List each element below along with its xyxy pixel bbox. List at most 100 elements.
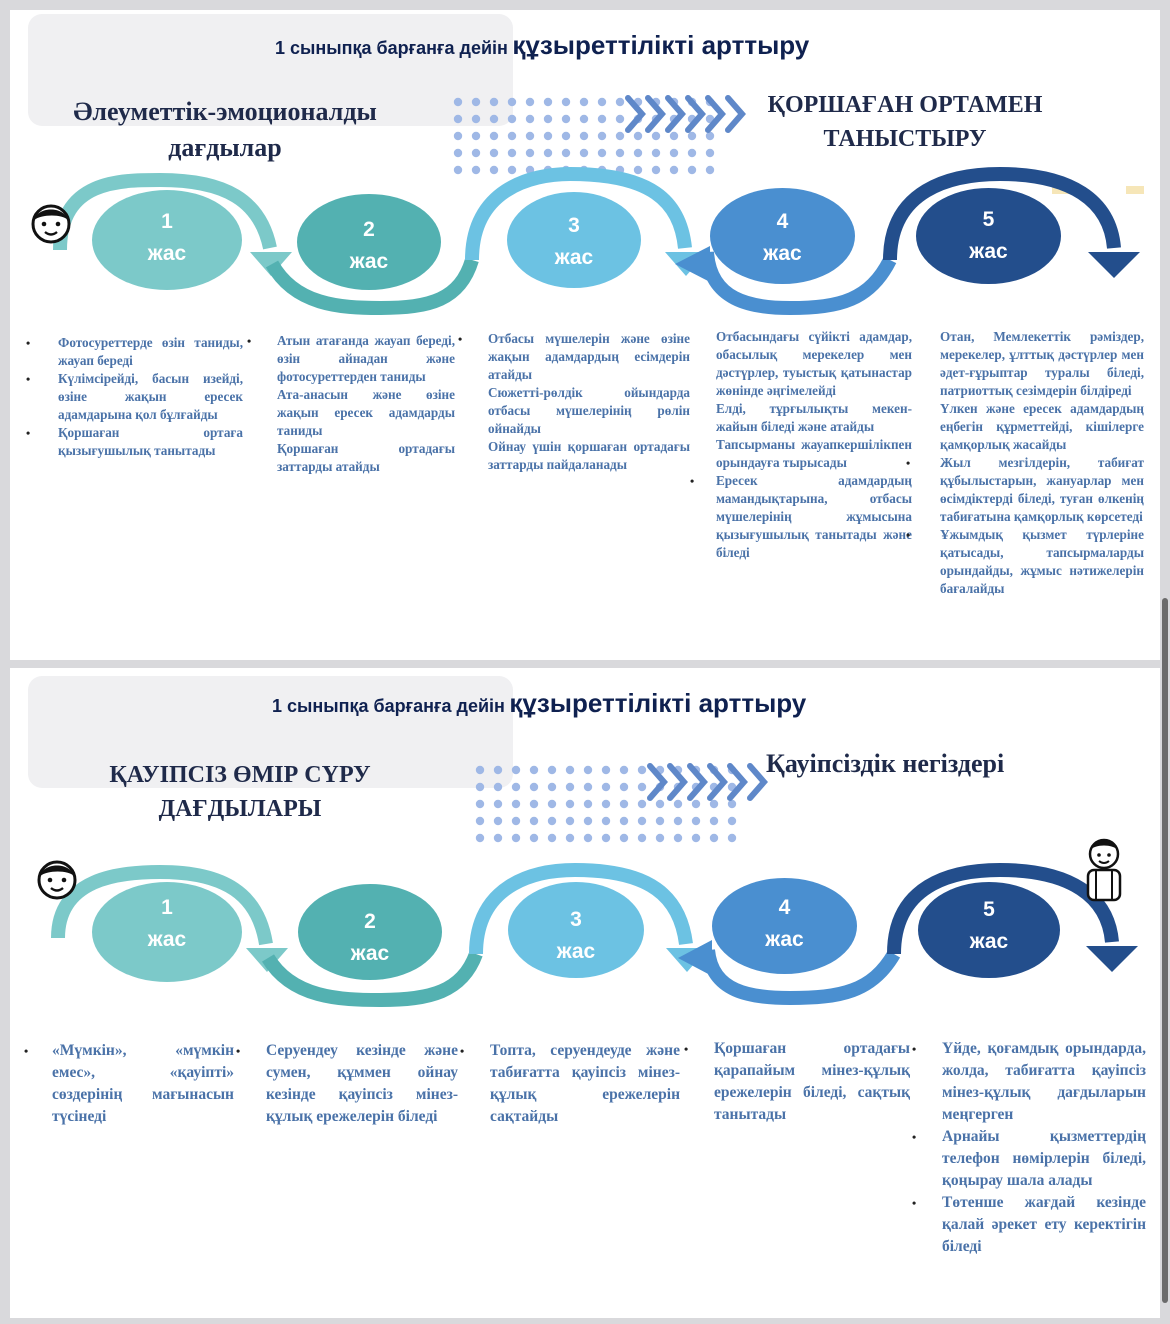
list-item: Сюжетті-рөлдік ойындарда отбасы мүшелері…: [488, 384, 690, 438]
heading-left-line1: Әлеуметтік-эмоционалды: [73, 97, 377, 126]
list-item: Ата-анасын және өзіне жақын ересек адамд…: [277, 386, 455, 440]
highlight-marks-2: [1126, 186, 1144, 194]
column-age-2: •Серуендеу кезінде және сумен, құммен ой…: [236, 1040, 458, 1128]
age-unit: жас: [554, 246, 594, 269]
item-text: Елді, тұрғылықты мекен-жайын біледі және…: [716, 401, 912, 434]
column-age-3: •Отбасы мүшелерін және өзіне жақын адамд…: [458, 330, 690, 474]
list-item: •Үйде, қоғамдық орындарда, жолда, табиға…: [912, 1040, 1146, 1123]
list-item: •Отбасы мүшелерін және өзіне жақын адамд…: [458, 331, 690, 382]
item-text: Ұжымдық қызмет түрлеріне қатысады, тапсы…: [940, 527, 1144, 596]
age-number: 4: [778, 896, 791, 919]
age-number: 2: [363, 218, 375, 241]
list-item: Үлкен және ересек адамдардың еңбегін құр…: [940, 400, 1144, 454]
list-item: Елді, тұрғылықты мекен-жайын біледі және…: [716, 400, 912, 436]
age-unit: жас: [765, 928, 804, 951]
item-text: Отбасы мүшелерін және өзіне жақын адамда…: [488, 331, 690, 382]
title-background: [28, 14, 513, 126]
age-unit: жас: [350, 942, 390, 965]
timeline-arrow: [51, 862, 1138, 1008]
age-number: 4: [776, 210, 789, 233]
age-circle-1: 1 жас: [92, 882, 242, 982]
list-item: Қоршаған ортадағы заттарды атайды: [277, 440, 455, 476]
item-text: Қоршаған ортадағы заттарды атайды: [277, 441, 455, 474]
column-age-4: Отбасындағы сүйікті адамдар, обасылық ме…: [690, 328, 912, 562]
chevrons-right-icon: [647, 763, 768, 801]
column-age-5: Отан, Мемлекеттік рәміздер, мерекелер, ұ…: [906, 328, 1144, 598]
panel-title: 1 сыныпқа барғанға дейін құзыреттілікті …: [275, 30, 809, 61]
column-age-1: •Фотосуреттерде өзін таниды, жауап беред…: [26, 334, 243, 460]
list-item: •Арнайы қызметтердің телефон нөмірлерін …: [912, 1128, 1146, 1189]
list-item: •Жыл мезгілдерін, табиғат құбылыстарын, …: [906, 455, 1144, 524]
item-text: «Мүмкін», «мүмкін емес», «қауіпті» сөзде…: [52, 1042, 234, 1125]
item-text: Топта, серуендеуде және табиғатта қауіпс…: [490, 1042, 680, 1125]
title-big: құзыреттілікті арттыру: [512, 30, 810, 60]
item-text: Жыл мезгілдерін, табиғат құбылыстарын, ж…: [940, 455, 1144, 524]
item-text: Отан, Мемлекеттік рәміздер, мерекелер, ұ…: [940, 329, 1144, 398]
age-circle-3: 3 жас: [507, 192, 641, 288]
child-face-icon: [34, 856, 80, 907]
age-circle-5: 5 жас: [916, 188, 1061, 284]
age-number: 3: [568, 214, 580, 237]
age-unit: жас: [969, 240, 1008, 263]
list-item: •Қоршаған ортаға қызығушылық танытады: [26, 425, 243, 458]
heading-right: Қауіпсіздік негіздері: [766, 746, 1056, 782]
age-unit: жас: [147, 928, 187, 951]
scrollbar[interactable]: [1162, 598, 1168, 1303]
column-age-4: •Қоршаған ортадағы қарапайым мінез-құлық…: [684, 1038, 910, 1126]
dot-grid-decoration: [475, 765, 737, 843]
list-item: •«Мүмкін», «мүмкін емес», «қауіпті» сөзд…: [24, 1042, 234, 1125]
age-unit: жас: [147, 242, 187, 265]
boy-figure-icon: [1080, 834, 1128, 909]
column-age-3: •Топта, серуендеуде және табиғатта қауіп…: [460, 1040, 680, 1128]
item-text: Күлімсірейді, басын изейді, өзіне жақын …: [58, 371, 243, 422]
age-unit: жас: [556, 940, 596, 963]
item-text: Үйде, қоғамдық орындарда, жолда, табиғат…: [942, 1040, 1146, 1123]
age-number: 1: [161, 896, 173, 919]
list-item: Ойнау үшін қоршаған ортадағы заттарды па…: [488, 438, 690, 474]
age-circle-2: 2 жас: [298, 884, 442, 980]
age-circle-2: 2 жас: [297, 194, 441, 290]
item-text: Серуендеу кезінде және сумен, құммен ойн…: [266, 1042, 458, 1125]
heading-right-line1: ҚОРШАҒАН ОРТАМЕН: [767, 92, 1043, 118]
age-circle-3: 3 жас: [508, 882, 644, 978]
heading-right: ҚОРШАҒАН ОРТАМЕН ТАНЫСТЫРУ: [750, 88, 1060, 156]
item-text: Фотосуреттерде өзін таниды, жауап береді: [58, 335, 243, 368]
title-small: 1 сыныпқа барғанға дейін: [272, 696, 505, 716]
age-circle-4: 4 жас: [710, 188, 855, 284]
list-item: •Фотосуреттерде өзін таниды, жауап беред…: [26, 335, 243, 368]
age-circle-5: 5 жас: [918, 882, 1060, 978]
age-unit: жас: [349, 250, 389, 273]
item-text: Отбасындағы сүйікті адамдар, обасылық ме…: [716, 329, 912, 398]
chevrons-right-icon: [625, 95, 746, 133]
title-big: құзыреттілікті арттыру: [509, 688, 807, 718]
heading-left: ҚАУІПСІЗ ӨМІР СҮРУ ДАҒДЫЛАРЫ: [70, 758, 410, 826]
timeline-arrow: [53, 166, 1140, 316]
list-item: •Ұжымдық қызмет түрлеріне қатысады, тапс…: [906, 527, 1144, 596]
item-text: Ересек адамдардың мамандықтарына, отбасы…: [716, 473, 912, 560]
list-item: •Атын атағанда жауап береді, өзін айнада…: [247, 333, 455, 384]
item-text: Үлкен және ересек адамдардың еңбегін құр…: [940, 401, 1144, 452]
list-item: •Серуендеу кезінде және сумен, құммен ой…: [236, 1042, 458, 1125]
item-text: Тапсырманы жауапкершілікпен орындауға ты…: [716, 437, 912, 470]
panel-safety: 1 сыныпқа барғанға дейін құзыреттілікті …: [10, 668, 1160, 1318]
panel-title: 1 сыныпқа барғанға дейін құзыреттілікті …: [272, 688, 806, 719]
heading-left-line1: ҚАУІПСІЗ ӨМІР СҮРУ: [109, 762, 371, 788]
heading-left: Әлеуметтік-эмоционалды дағдылар: [50, 94, 400, 166]
heading-left-line2: дағдылар: [168, 133, 282, 162]
age-circle-1: 1 жас: [92, 190, 242, 290]
panel-environment: 1 сыныпқа барғанға дейін құзыреттілікті …: [10, 10, 1160, 660]
item-text: Ата-анасын және өзіне жақын ересек адамд…: [277, 387, 455, 438]
list-item: •Ересек адамдардың мамандықтарына, отбас…: [690, 473, 912, 560]
title-small: 1 сыныпқа барғанға дейін: [275, 38, 508, 58]
item-text: Төтенше жағдай кезінде қалай әрекет ету …: [942, 1194, 1146, 1255]
age-unit: жас: [969, 930, 1009, 953]
column-age-2: •Атын атағанда жауап береді, өзін айнада…: [247, 332, 455, 476]
age-unit: жас: [763, 242, 802, 265]
heading-right-line2: ТАНЫСТЫРУ: [823, 126, 987, 152]
list-item: •Қоршаған ортадағы қарапайым мінез-құлық…: [684, 1040, 910, 1123]
heading-left-line2: ДАҒДЫЛАРЫ: [158, 796, 322, 822]
item-text: Сюжетті-рөлдік ойындарда отбасы мүшелері…: [488, 385, 690, 436]
age-number: 5: [982, 208, 995, 231]
age-number: 1: [161, 210, 173, 233]
title-background: [28, 676, 513, 788]
